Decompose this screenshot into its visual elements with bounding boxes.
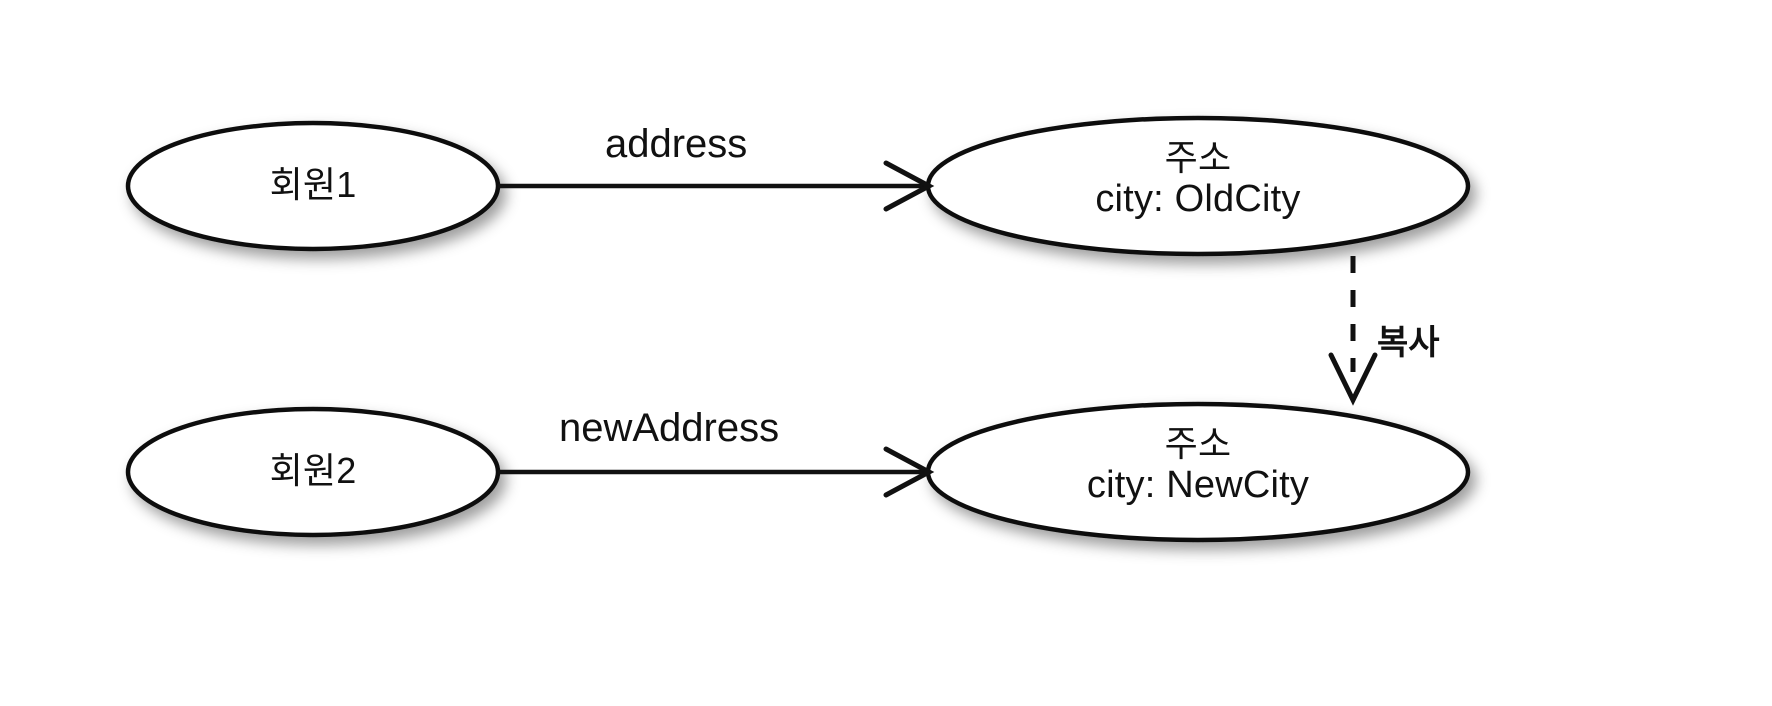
node-member1-shape[interactable]	[125, 120, 501, 252]
node-address-new-shape[interactable]	[925, 401, 1471, 543]
arrowhead-icon	[883, 160, 935, 212]
edge-copy-shape[interactable]	[1328, 256, 1378, 406]
edge-new-address-shape[interactable]	[498, 446, 935, 498]
node-address-old-shape[interactable]	[925, 115, 1471, 257]
arrowhead-icon	[883, 446, 935, 498]
edge-address-shape[interactable]	[498, 160, 935, 212]
node-member2-shape[interactable]	[125, 406, 501, 538]
arrowhead-icon	[1328, 352, 1378, 406]
